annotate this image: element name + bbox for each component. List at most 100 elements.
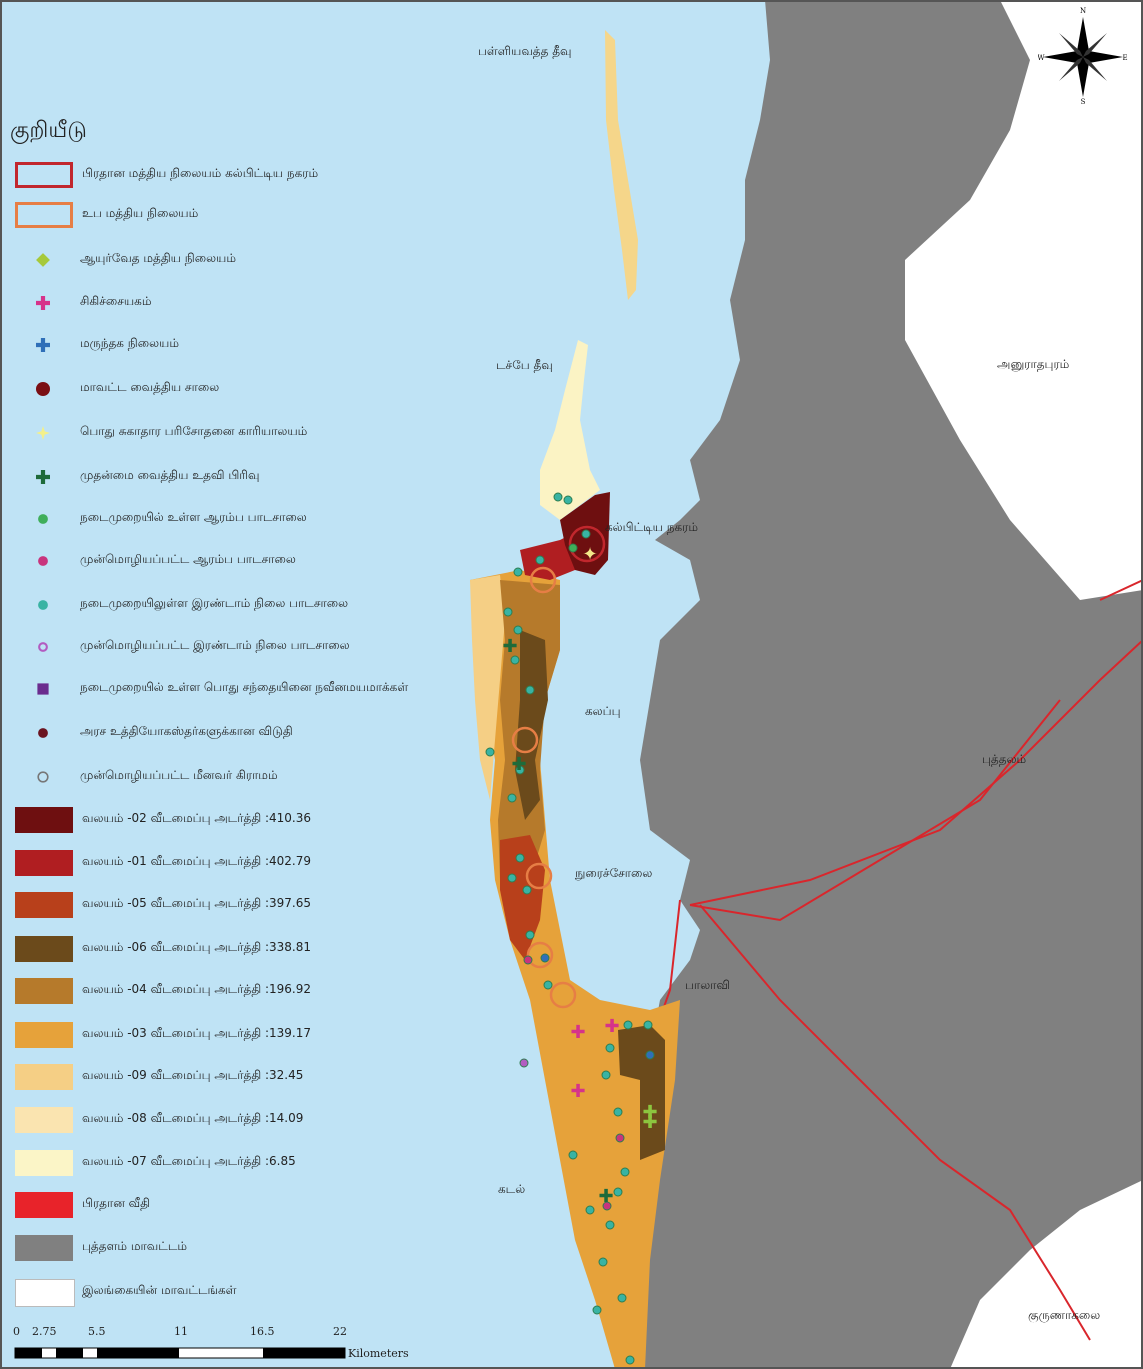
- legend-label: அரச உத்தியோகஸ்தர்களுக்கான விடுதி: [80, 724, 293, 738]
- legend-swatch: [15, 202, 73, 228]
- svg-text:✚: ✚: [570, 1022, 585, 1043]
- hospital-crosses: ✚ ✚ ✚ ✚ ✚ ✚ ✚ ✚ ✦: [502, 544, 657, 1207]
- legend-item: முன்மொழியப்பட்ட ஆரம்ப பாடசாலை: [10, 546, 570, 576]
- scale-tick-4: 16.5: [250, 1325, 275, 1338]
- legend-item: சிகிச்சையகம்: [10, 288, 570, 318]
- north-arrow-icon: N S E W: [1038, 7, 1128, 105]
- svg-text:W: W: [1038, 54, 1045, 62]
- legend-symbol-icon: [38, 556, 48, 566]
- svg-text:✚: ✚: [642, 1102, 657, 1123]
- legend-symbol-icon: [37, 771, 49, 783]
- dutch-bay-island: [540, 340, 600, 520]
- legend-item: புத்தளம் மாவட்டம்: [10, 1233, 570, 1263]
- legend-swatch: [15, 807, 73, 833]
- legend-item: மருந்தக நிலையம்: [10, 330, 570, 360]
- legend-item: வலயம் -04 வீடமைப்பு அடர்த்தி :196.92: [10, 976, 570, 1006]
- place-label-palavi: பாலாவி: [685, 978, 731, 992]
- legend-item: வலயம் -03 வீடமைப்பு அடர்த்தி :139.17: [10, 1020, 570, 1050]
- legend-label: ஆயுர்வேத மத்திய நிலையம்: [80, 251, 236, 265]
- legend-title: குறியீடு: [10, 118, 87, 143]
- legend-swatch: [15, 850, 73, 876]
- legend-symbol-icon: [36, 253, 50, 267]
- legend-label: முன்மொழியப்பட்ட மீனவர் கிராமம்: [80, 768, 278, 782]
- svg-text:S: S: [1081, 98, 1086, 105]
- scale-unit: Kilometers: [348, 1347, 409, 1360]
- legend-swatch: [15, 1150, 73, 1176]
- scale-tick-5: 22: [333, 1325, 347, 1338]
- legend-label: வலயம் -05 வீடமைப்பு அடர்த்தி :397.65: [82, 896, 311, 910]
- legend-label: நடைமுறையில் உள்ள பொது சந்தையினை நவீனமயமா…: [80, 680, 409, 694]
- legend-label: இலங்கையின் மாவட்டங்கள்: [82, 1283, 237, 1297]
- legend-label: பிரதான மத்திய நிலையம் கல்பிட்டிய நகரம்: [82, 166, 319, 180]
- legend-item: இலங்கையின் மாவட்டங்கள்: [10, 1277, 570, 1307]
- legend-swatch: [15, 936, 73, 962]
- legend-swatch: [15, 1064, 73, 1090]
- legend-label: வலயம் -03 வீடமைப்பு அடர்த்தி :139.17: [82, 1026, 311, 1040]
- centre-rings: [511, 525, 606, 1009]
- legend-item: உப மத்திய நிலையம்: [10, 200, 570, 230]
- legend-label: வலயம் -01 வீடமைப்பு அடர்த்தி :402.79: [82, 854, 311, 868]
- legend-label: பிரதான வீதி: [82, 1196, 150, 1210]
- legend-symbol-icon: [38, 600, 48, 610]
- legend-item: வலயம் -06 வீடமைப்பு அடர்த்தி :338.81: [10, 934, 570, 964]
- svg-text:✦: ✦: [582, 544, 597, 565]
- legend-label: வலயம் -02 வீடமைப்பு அடர்த்தி :410.36: [82, 811, 311, 825]
- legend-swatch: [15, 1235, 73, 1261]
- legend-label: மருந்தக நிலையம்: [80, 336, 179, 350]
- zone-06b: [618, 1025, 665, 1160]
- place-label-sea: கடல்: [498, 1182, 526, 1196]
- legend-label: வலயம் -07 வீடமைப்பு அடர்த்தி :6.85: [82, 1154, 296, 1168]
- legend-swatch: [15, 978, 73, 1004]
- legend-swatch: [15, 892, 73, 918]
- legend-symbol-icon: [38, 728, 48, 738]
- svg-text:N: N: [1080, 7, 1086, 15]
- pallivasal-island: [605, 30, 638, 300]
- svg-text:✚: ✚: [502, 636, 517, 657]
- svg-text:✚: ✚: [511, 754, 526, 775]
- legend-label: வலயம் -06 வீடமைப்பு அடர்த்தி :338.81: [82, 940, 311, 954]
- legend-item: நடைமுறையில் உள்ள பொது சந்தையினை நவீனமயமா…: [10, 674, 570, 704]
- anuradhapura-district: [905, 0, 1143, 600]
- legend-item: பிரதான வீதி: [10, 1190, 570, 1220]
- svg-text:E: E: [1122, 54, 1127, 62]
- scale-tick-2: 5.5: [88, 1325, 106, 1338]
- scale-tick-3: 11: [174, 1325, 188, 1338]
- svg-text:✚: ✚: [604, 1016, 619, 1037]
- legend-label: புத்தளம் மாவட்டம்: [82, 1239, 188, 1253]
- place-label-puttalam: புத்தலம்: [982, 752, 1027, 766]
- kurunegala-district: [950, 1180, 1143, 1369]
- svg-text:✚: ✚: [570, 1081, 585, 1102]
- legend-label: உப மத்திய நிலையம்: [82, 206, 199, 220]
- legend-item: வலயம் -09 வீடமைப்பு அடர்த்தி :32.45: [10, 1062, 570, 1092]
- scale-bar: [14, 1347, 346, 1359]
- legend-label: சிகிச்சையகம்: [80, 294, 152, 308]
- legend-label: மாவட்ட வைத்திய சாலை: [80, 380, 220, 394]
- legend-item: பொது சுகாதார பரிசோதனை காரியாலயம்: [10, 418, 570, 448]
- place-label-norochcholai: நுரைச்சோலை: [575, 866, 653, 880]
- legend-item: முன்மொழியப்பட்ட இரண்டாம் நிலை பாடசாலை: [10, 632, 570, 662]
- legend-item: நடைமுறையில் உள்ள ஆரம்ப பாடசாலை: [10, 504, 570, 534]
- legend-symbol-icon: [38, 514, 48, 524]
- legend-item: ஆயுர்வேத மத்திய நிலையம்: [10, 245, 570, 275]
- legend-item: அரச உத்தியோகஸ்தர்களுக்கான விடுதி: [10, 718, 570, 748]
- place-label-pallivasal: பள்ளியவத்த தீவு: [478, 44, 572, 58]
- legend-label: பொது சுகாதார பரிசோதனை காரியாலயம்: [80, 424, 308, 438]
- legend-swatch: [15, 1192, 73, 1218]
- scale-tick-0: 0: [13, 1325, 20, 1338]
- legend-symbol-icon: [36, 382, 50, 396]
- legend-symbol-icon: [36, 426, 50, 440]
- legend-symbol-icon: [36, 338, 50, 352]
- legend-item: முதன்மை வைத்திய உதவி பிரிவு: [10, 462, 570, 492]
- svg-text:✚: ✚: [598, 1186, 613, 1207]
- legend-item: வலயம் -08 வீடமைப்பு அடர்த்தி :14.09: [10, 1105, 570, 1135]
- place-label-anuradhapura: அனுராதபுரம்: [997, 357, 1070, 371]
- legend-label: நடைமுறையிலுள்ள இரண்டாம் நிலை பாடசாலை: [80, 596, 349, 610]
- legend-label: நடைமுறையில் உள்ள ஆரம்ப பாடசாலை: [80, 510, 307, 524]
- legend-label: வலயம் -08 வீடமைப்பு அடர்த்தி :14.09: [82, 1111, 304, 1125]
- legend-swatch: [15, 1022, 73, 1048]
- legend-swatch: [15, 162, 73, 188]
- legend-symbol-icon: [36, 470, 50, 484]
- legend-symbol-icon: [37, 683, 49, 695]
- legend-label: முன்மொழியப்பட்ட ஆரம்ப பாடசாலை: [80, 552, 296, 566]
